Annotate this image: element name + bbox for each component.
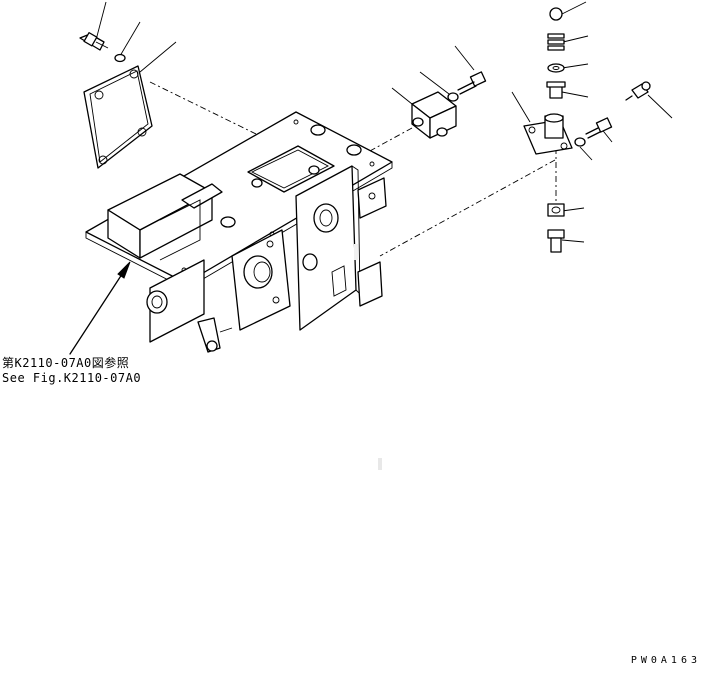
bolt-top-left (79, 32, 109, 51)
detached-block (411, 91, 457, 139)
bolt-right (585, 117, 613, 139)
solenoid-box (107, 173, 223, 261)
scan-mark (354, 244, 358, 260)
scan-mark (378, 458, 382, 470)
cover-plate (83, 65, 153, 169)
drawing-code: PW0A163 (630, 655, 701, 666)
reference-label-english: See Fig.K2110-07A0 (2, 371, 142, 385)
right-bracket (331, 177, 387, 307)
washer-top-left (114, 53, 126, 63)
grease-fitting (625, 81, 651, 101)
right-parts-column (523, 7, 573, 253)
bolt-middle (457, 71, 487, 95)
washer-middle (447, 92, 459, 102)
lower-fittings (146, 259, 233, 353)
washer-right (574, 137, 586, 147)
side-plates (231, 165, 361, 331)
reference-label-japanese: 第K2110-07A0図参照 (2, 356, 130, 370)
reference-arrow (69, 261, 131, 355)
